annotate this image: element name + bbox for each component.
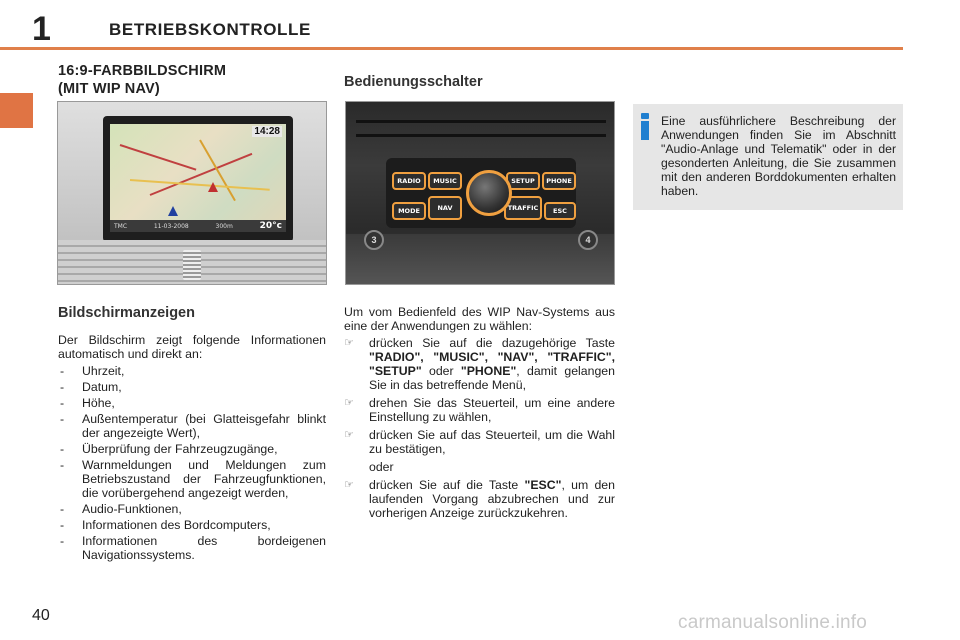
navigation-map: 14:28 TMC 11-03-2008 300m 20°c xyxy=(110,124,286,232)
list-item: Überprüfung der Fahrzeugzugänge, xyxy=(58,442,326,456)
map-road xyxy=(119,144,197,171)
cd-slot xyxy=(356,134,606,137)
list-item: Uhrzeit, xyxy=(58,364,326,378)
chapter-number: 1 xyxy=(32,10,51,48)
cd-slot xyxy=(356,120,606,123)
list-item: Informationen des Bordcomputers, xyxy=(58,518,326,532)
info-text: Eine ausführlichere Beschreibung der Anw… xyxy=(661,114,896,198)
chapter-tab-marker xyxy=(0,93,33,128)
step-keys: "RADIO", "MUSIC", "NAV", "TRAFFIC", "SET… xyxy=(369,350,615,378)
controls-heading: Bedienungsschalter xyxy=(344,74,483,90)
step-key: "PHONE" xyxy=(460,364,517,378)
radio-button: RADIO xyxy=(392,172,426,190)
control-panel-photo: RADIO MUSIC SETUP PHONE MODE NAV TRAFFIC… xyxy=(345,101,615,285)
preset-button-3: 3 xyxy=(364,230,384,250)
step-text: drücken Sie auf das Steuerteil, um die W… xyxy=(369,428,615,456)
nav-button: NAV xyxy=(428,196,462,220)
destination-marker-icon xyxy=(168,206,178,216)
info-icon xyxy=(640,113,650,140)
display-items-list: Uhrzeit, Datum, Höhe, Außentemperatur (b… xyxy=(58,364,326,562)
list-item: ☞ drücken Sie auf die dazugehörige Taste… xyxy=(344,336,615,392)
vent-knob xyxy=(183,250,201,280)
list-item: Warnmeldungen und Meldungen zum Betriebs… xyxy=(58,458,326,500)
pointing-hand-icon: ☞ xyxy=(344,428,354,441)
list-item: ☞ drehen Sie das Steuerteil, um eine and… xyxy=(344,396,615,424)
position-arrow-icon xyxy=(208,182,218,192)
screen-time: 14:28 xyxy=(252,126,282,137)
screen-tmc: TMC xyxy=(114,222,128,230)
screen-date: 11-03-2008 xyxy=(153,222,189,230)
step-text: drehen Sie das Steuerteil, um eine ander… xyxy=(369,396,615,424)
screen-temperature: 20°c xyxy=(259,221,282,231)
step-text: , damit gelangen Sie in das betreffende … xyxy=(369,364,615,392)
esc-button: ESC xyxy=(544,202,576,220)
pointing-hand-icon: ☞ xyxy=(344,396,354,409)
color-screen-photo: 14:28 TMC 11-03-2008 300m 20°c xyxy=(57,101,327,285)
step-text: , um den laufenden Vorgang abzubrechen u… xyxy=(369,478,615,520)
music-button: MUSIC xyxy=(428,172,462,190)
header-rule xyxy=(0,47,903,50)
display-intro: Der Bildschirm zeigt folgende Informatio… xyxy=(58,333,326,361)
pointing-hand-icon: ☞ xyxy=(344,478,354,491)
controls-section: Um vom Bedienfeld des WIP Nav-Systems au… xyxy=(344,305,615,524)
list-item: Informationen des bordeigenen Navigation… xyxy=(58,534,326,562)
display-heading: Bildschirmanzeigen xyxy=(58,305,195,321)
section-heading-line1: 16:9-FARBBILDSCHIRM xyxy=(58,63,227,79)
page-title: BETRIEBSKONTROLLE xyxy=(109,20,311,39)
list-item: Außentemperatur (bei Glatteisgefahr blin… xyxy=(58,412,326,440)
list-item: Höhe, xyxy=(58,396,326,410)
step-text: oder xyxy=(421,364,461,378)
pointing-hand-icon: ☞ xyxy=(344,336,354,349)
list-item: Datum, xyxy=(58,380,326,394)
screen-status-bar: TMC 11-03-2008 300m 20°c xyxy=(110,220,286,232)
section-heading: 16:9-FARBBILDSCHIRM (MIT WIP NAV) xyxy=(58,62,226,98)
step-text: drücken Sie auf die Taste xyxy=(369,478,525,492)
rotary-knob xyxy=(466,170,512,216)
page-number: 40 xyxy=(32,607,50,624)
map-road xyxy=(129,179,270,191)
list-item: ☞ drücken Sie auf das Steuerteil, um die… xyxy=(344,428,615,456)
mode-button: MODE xyxy=(392,202,426,220)
controls-intro: Um vom Bedienfeld des WIP Nav-Systems au… xyxy=(344,305,615,333)
screen-distance: 300m xyxy=(215,222,233,230)
watermark: carmanualsonline.info xyxy=(678,612,868,633)
info-box: Eine ausführlichere Beschreibung der Anw… xyxy=(633,104,903,210)
step-key: "ESC" xyxy=(524,478,562,492)
controls-steps-list-2: ☞ drücken Sie auf die Taste "ESC", um de… xyxy=(344,478,615,520)
oder-text: oder xyxy=(369,460,394,474)
list-item: Audio-Funktionen, xyxy=(58,502,326,516)
section-heading-line2: (MIT WIP NAV) xyxy=(58,81,160,97)
step-text: drücken Sie auf die dazugehörige Taste xyxy=(369,336,615,350)
list-item: ☞ drücken Sie auf die Taste "ESC", um de… xyxy=(344,478,615,520)
setup-button: SETUP xyxy=(506,172,540,190)
phone-button: PHONE xyxy=(542,172,576,190)
display-section: Der Bildschirm zeigt folgende Informatio… xyxy=(58,333,326,564)
panel-bottom xyxy=(346,234,614,284)
preset-button-4: 4 xyxy=(578,230,598,250)
controls-steps-list: ☞ drücken Sie auf die dazugehörige Taste… xyxy=(344,336,615,456)
